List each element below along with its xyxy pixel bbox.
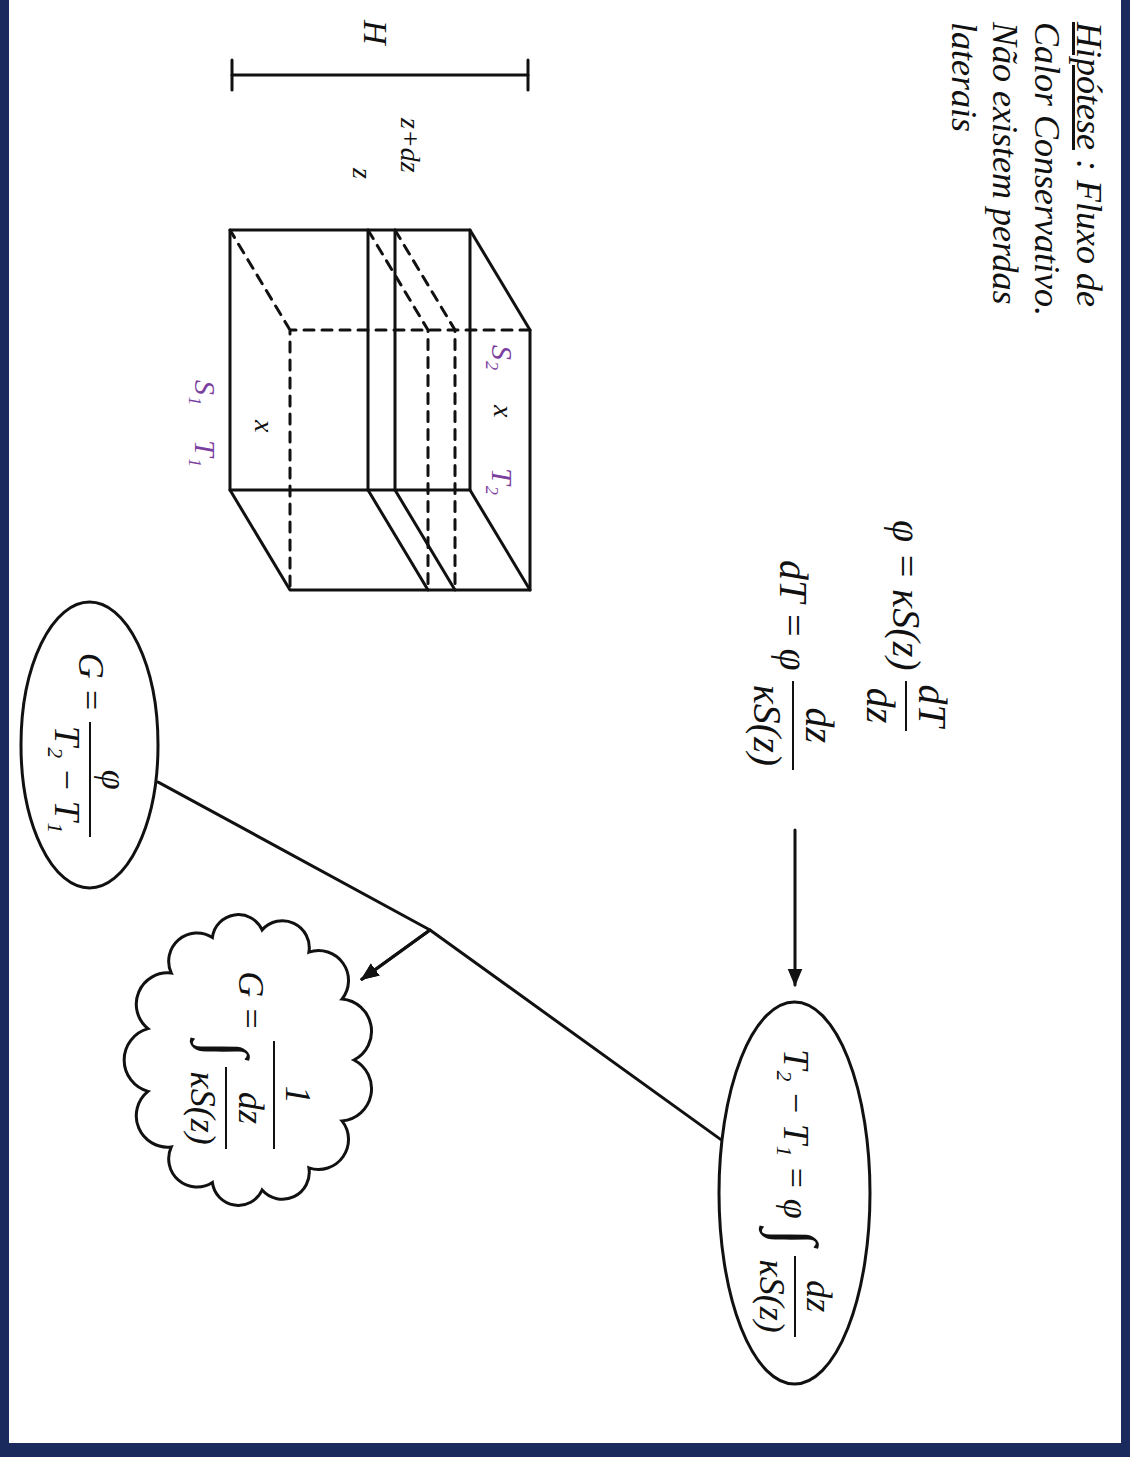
point-mark: x xyxy=(248,420,280,432)
fraction-bar xyxy=(794,1256,796,1337)
hypothesis-note: Hipótese: Fluxo de Calor Conservativo.Nã… xyxy=(942,22,1110,362)
coordinate-label: z+dz xyxy=(394,118,426,173)
node-content: G = φT₂ − T₁ xyxy=(46,653,135,838)
surface-label: S₁ xyxy=(188,380,223,405)
ellipse-shape xyxy=(720,1002,871,1384)
surface-label: S₂ xyxy=(485,345,520,370)
formula-text: G = xyxy=(229,971,270,1030)
numerator: 1 xyxy=(277,1082,318,1108)
formula-text: T₂ − T₁ = φ xyxy=(774,1049,815,1219)
cube-front-face xyxy=(230,230,470,490)
coordinate-label: z xyxy=(346,168,378,179)
numerator: dz xyxy=(796,704,842,748)
denominator: κS(z) xyxy=(182,1067,223,1148)
coordinate-label: z+dz xyxy=(394,118,426,173)
fraction: dzκS(z) xyxy=(751,1256,840,1337)
dimension-label: H xyxy=(356,20,395,45)
point-mark: x xyxy=(248,420,280,432)
height-bracket xyxy=(232,74,528,77)
fraction-bar xyxy=(792,681,794,770)
node-content: T₂ − T₁ = φ ∫ dzκS(z) xyxy=(751,1049,840,1337)
formula-row: φ = κS(z) dTdz xyxy=(857,520,955,731)
formula-row: ∫ dzκS(z) xyxy=(182,1041,271,1149)
cloud-shape xyxy=(125,915,372,1206)
formula-ellipse: G = φT₂ − T₁ xyxy=(20,600,161,890)
ellipse-shape xyxy=(22,602,159,888)
equation: φ = κS(z) xyxy=(883,520,929,671)
connector xyxy=(362,930,721,1139)
fraction: φT₂ − T₁ xyxy=(46,722,135,837)
denominator: T₂ − T₁ xyxy=(46,722,87,837)
fraction: dzκS(z) xyxy=(744,681,842,770)
fraction-bar xyxy=(89,722,91,837)
temperature-label: T₂ xyxy=(485,468,520,495)
formula-row: G = φT₂ − T₁ xyxy=(46,653,135,838)
fraction-bar xyxy=(905,681,907,731)
numerator: dz xyxy=(229,1088,270,1128)
hypothesis-note: Não existem perdas laterais xyxy=(942,22,1025,362)
fraction-bar xyxy=(273,1041,275,1149)
formula-row: dT = φ dzκS(z) xyxy=(744,560,842,770)
surface-label: S₁ xyxy=(188,380,223,405)
fraction-bar xyxy=(225,1067,227,1148)
temperature-label: T₁ xyxy=(188,440,223,467)
integral-sign: ∫ xyxy=(196,1041,257,1058)
fraction: dTdz xyxy=(857,681,955,731)
slab-line xyxy=(367,230,370,490)
coordinate-label: z xyxy=(346,168,378,179)
text-line: Hipótese: Fluxo de Calor Conservativo. xyxy=(1025,22,1110,362)
formula-text: G = xyxy=(69,653,110,712)
result-cloud: G = 1 ∫ dzκS(z) xyxy=(120,903,381,1217)
equation: φ = κS(z) dTdz xyxy=(857,520,955,731)
denominator: κS(z) xyxy=(751,1256,792,1337)
slab-line xyxy=(394,230,397,490)
cube-edges xyxy=(230,230,530,590)
denominator: dz xyxy=(857,684,903,728)
temperature-label: T₁ xyxy=(188,440,223,467)
numerator: φ xyxy=(93,766,134,794)
fraction: dzκS(z) xyxy=(182,1067,271,1148)
formula-row: T₂ − T₁ = φ ∫ dzκS(z) xyxy=(751,1049,840,1337)
point-mark: x xyxy=(487,405,519,417)
bracket-tick xyxy=(527,60,530,90)
fraction: 1 ∫ dzκS(z) xyxy=(182,1041,318,1149)
slab-line xyxy=(395,490,455,590)
surface-label: S₂ xyxy=(485,345,520,370)
equation: dT = φ dzκS(z) xyxy=(744,560,842,770)
cube-edge xyxy=(470,490,530,590)
formula-ellipse: T₂ − T₁ = φ ∫ dzκS(z) xyxy=(718,1000,873,1386)
formula-row: G = 1 ∫ dzκS(z) xyxy=(182,971,318,1148)
hypothesis-heading: Hipótese xyxy=(1069,22,1109,150)
bracket-tick xyxy=(231,60,234,90)
denominator: κS(z) xyxy=(744,681,790,770)
implication-arrow xyxy=(794,830,797,985)
cube-hidden-edges xyxy=(230,230,530,590)
point-mark: x xyxy=(487,405,519,417)
integral-sign: ∫ xyxy=(764,1229,825,1246)
node-content: G = 1 ∫ dzκS(z) xyxy=(182,971,318,1148)
numerator: dz xyxy=(798,1276,839,1316)
dimension-label: H xyxy=(356,20,395,45)
equation: dT = φ xyxy=(770,560,816,671)
slab-line xyxy=(368,490,428,590)
temperature-label: T₂ xyxy=(485,468,520,495)
numerator: dT xyxy=(909,681,955,731)
cloud-outline xyxy=(120,903,381,1217)
slab-hidden-lines xyxy=(368,230,455,590)
